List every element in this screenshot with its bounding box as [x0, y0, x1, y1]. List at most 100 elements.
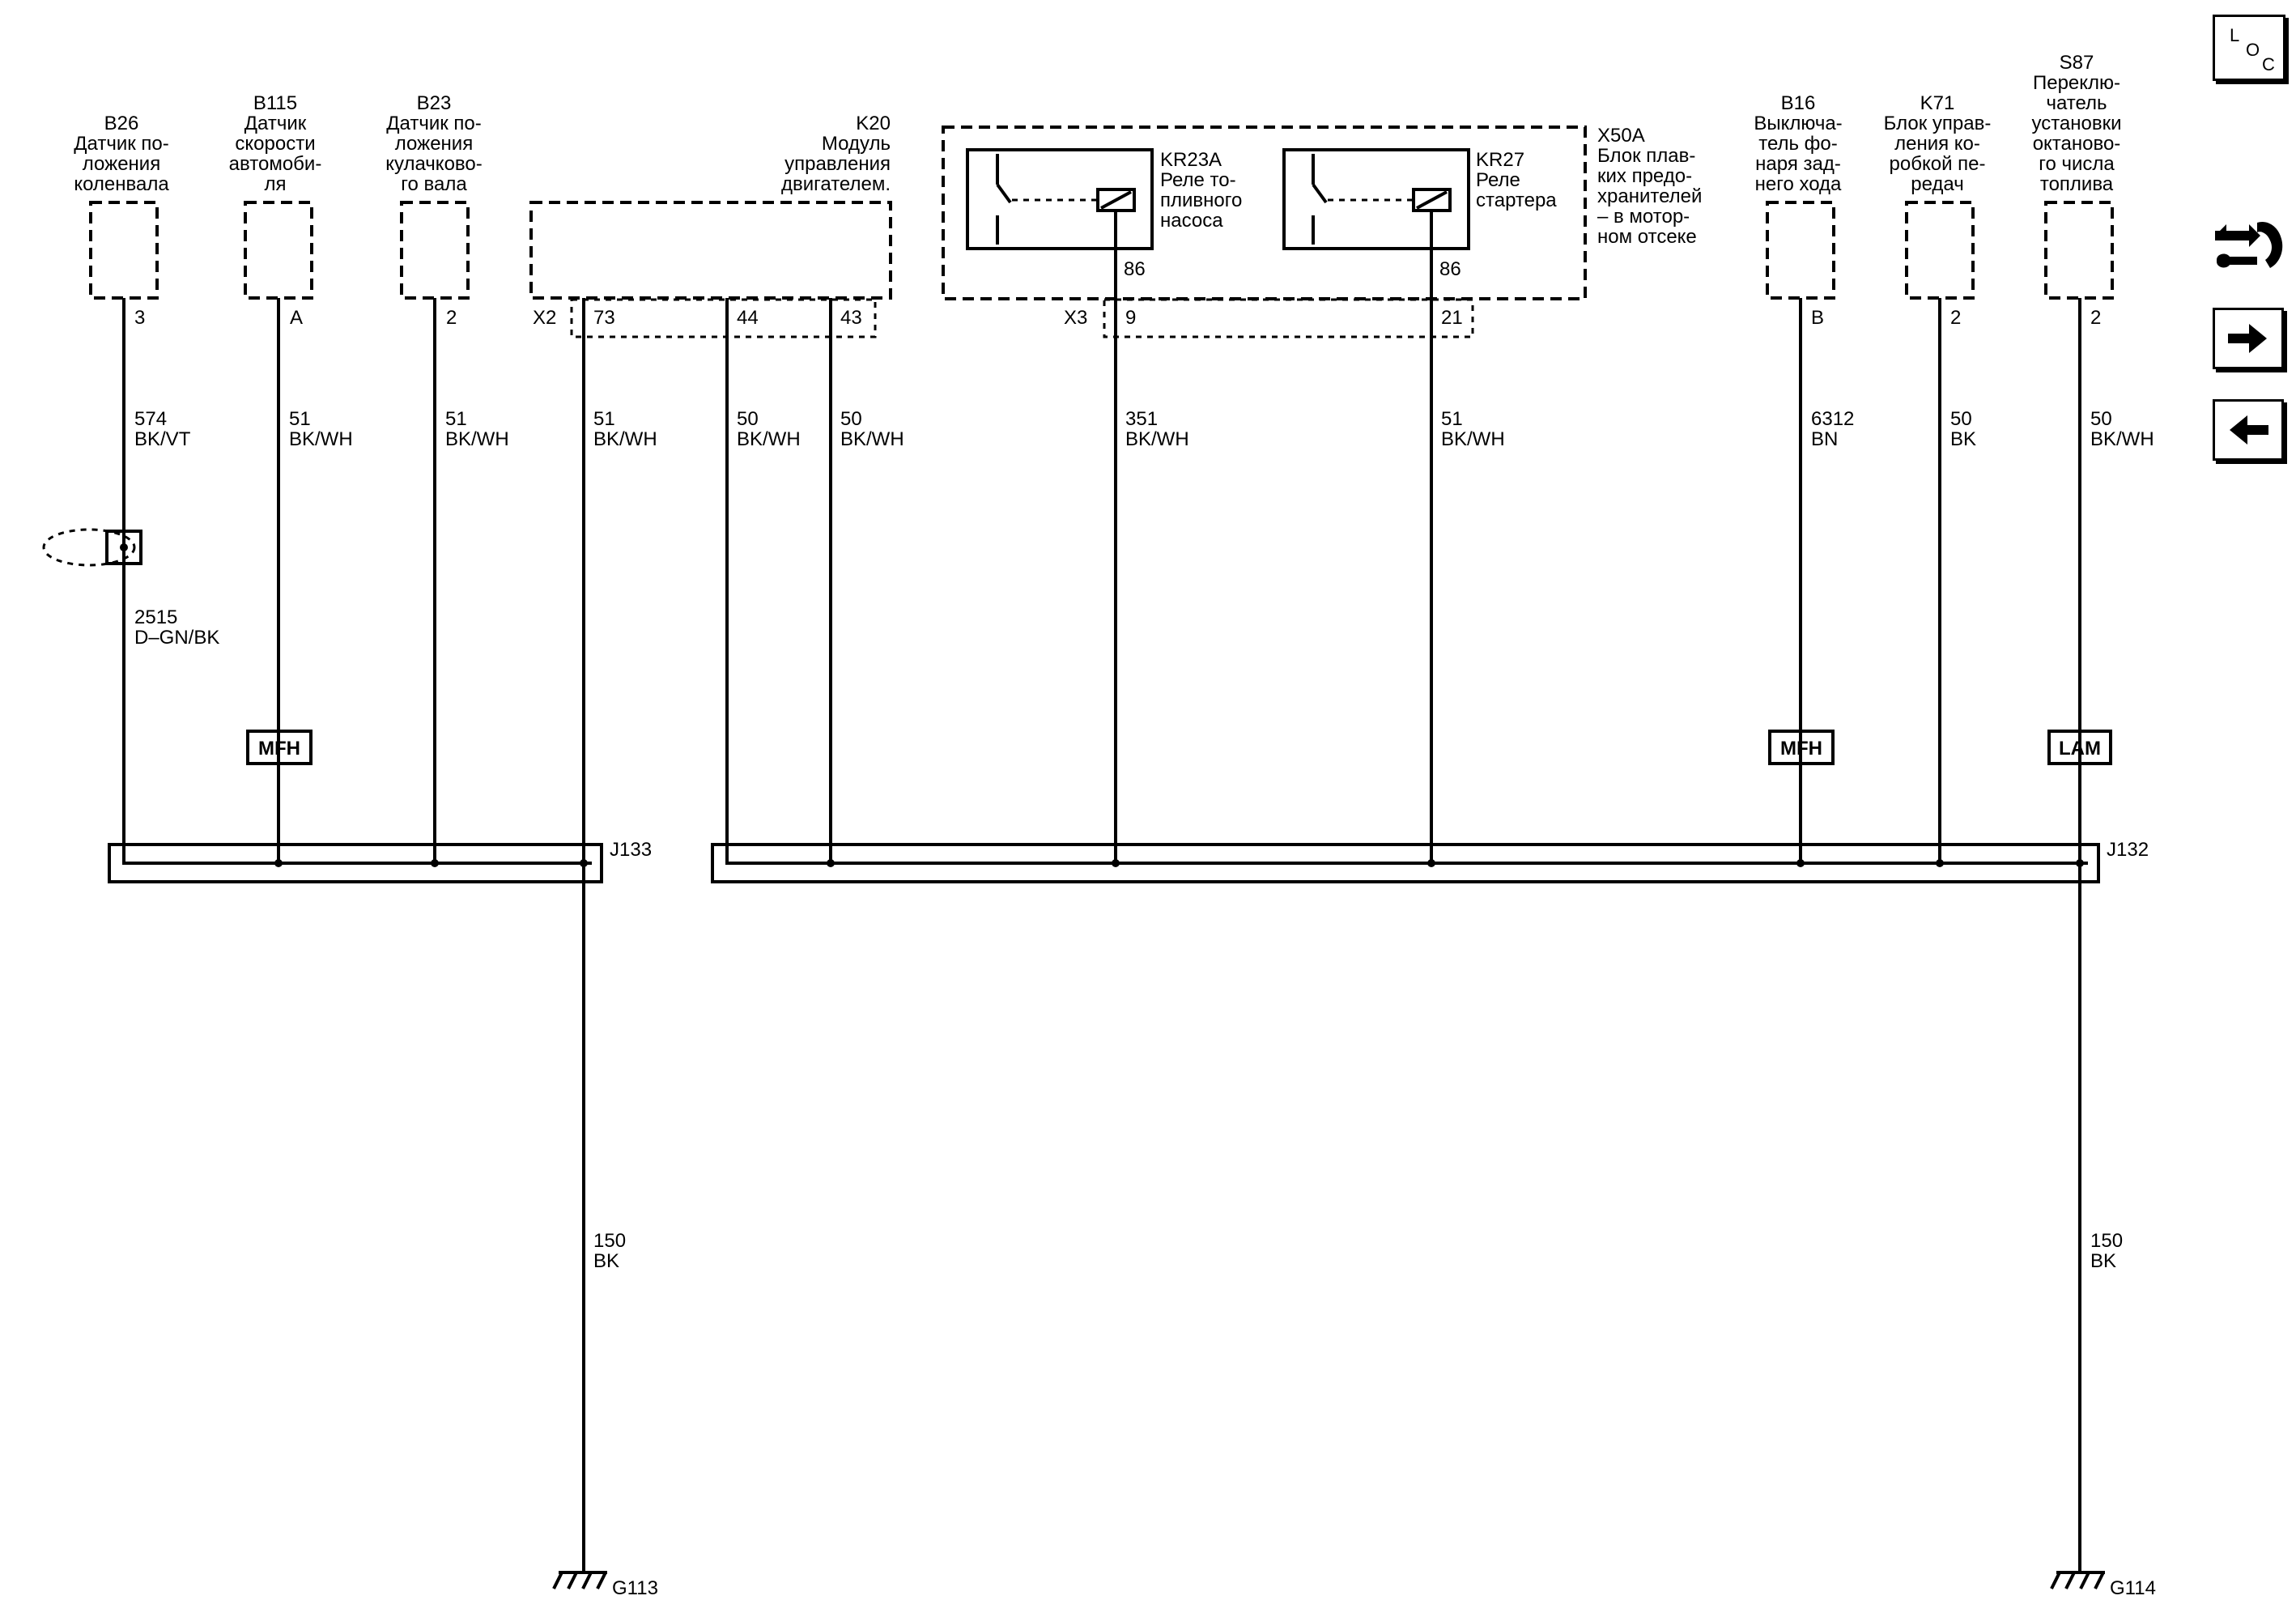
b23-label: B23 Датчик по- ложения кулачково- го вал…	[385, 92, 483, 195]
wire-g113-color: BK	[593, 1250, 619, 1272]
splice-j132-bus	[725, 862, 2088, 865]
k20-name-1: Модуль	[822, 133, 891, 155]
k20-name-3: двигателем.	[781, 173, 891, 195]
k71-label: K71 Блок управ- ления ко- робкой пе- ред…	[1884, 92, 1992, 195]
ground-g114-tick-1	[2050, 1572, 2061, 1589]
wire-k20-73-circuit: 51	[593, 408, 615, 430]
tools-icon[interactable]	[2209, 215, 2290, 279]
ground-g113-label: G113	[612, 1577, 658, 1599]
ground-g114-tick-2	[2064, 1572, 2076, 1589]
b26-component	[89, 201, 159, 300]
s87-label: S87 Переклю- чатель установки октаново- …	[2031, 52, 2121, 195]
k20-component	[529, 201, 892, 300]
kr23a-id: KR23A	[1160, 149, 1222, 171]
kr27-relay	[1282, 148, 1470, 250]
splice-j132-node-k71	[1936, 859, 1944, 867]
wire-labels: 574 BK/VT 2515 D–GN/BK 51 BK/WH 51 BK/WH…	[134, 408, 2154, 1272]
s87-name-6: топлива	[2040, 173, 2114, 195]
shield-drain-box	[105, 530, 142, 565]
x50a-pin-9: 9	[1125, 307, 1136, 329]
b16-name-2: тель фо-	[1758, 133, 1838, 155]
inline-lam-s87-label: LAM	[2059, 738, 2101, 760]
b26-name-1: Датчик по-	[74, 133, 168, 155]
inline-mfh-b115: MFH	[246, 730, 313, 765]
wire-k20-44-color: BK/WH	[737, 428, 801, 450]
k20-name-2: управления	[784, 153, 891, 175]
k20-pin-43: 43	[840, 307, 862, 329]
k71-name-4: редач	[1911, 173, 1964, 195]
inline-lam-s87-box	[2047, 730, 2112, 765]
kr27-name-1: Реле	[1476, 169, 1520, 191]
b26-id: B26	[104, 113, 139, 134]
loc-icon-l: L	[2230, 25, 2240, 45]
kr23a-name-3: насоса	[1160, 210, 1223, 232]
wire-x50a-21-color: BK/WH	[1441, 428, 1505, 450]
wire-b115-circuit: 51	[289, 408, 311, 430]
ground-g114: G114	[2050, 1571, 2156, 1599]
splice-j132-node-x50a-9	[1112, 859, 1120, 867]
inline-lam-s87: LAM	[2047, 730, 2112, 765]
wire-b23-color: BK/WH	[445, 428, 509, 450]
arrow-left-graphic	[2230, 415, 2268, 445]
kr23a-relay	[966, 148, 1154, 250]
arrow-right-graphic	[2228, 324, 2267, 353]
wire-b26-color: BK/VT	[134, 428, 191, 450]
kr23a-name-2: пливного	[1160, 189, 1242, 211]
b26-pin: 3	[134, 307, 145, 329]
kr27-coil-slash	[1416, 190, 1448, 210]
s87-name-3: установки	[2031, 113, 2121, 134]
inline-mfh-b115-label: MFH	[258, 738, 300, 760]
s87-name-4: октаново-	[2033, 133, 2121, 155]
b16-pin: B	[1811, 307, 1824, 329]
x50a-name-2: ких предо-	[1597, 165, 1692, 187]
ground-g113-tick-4	[596, 1572, 607, 1589]
wire-b26-circuit: 574	[134, 408, 167, 430]
s87-name-5: го числа	[2039, 153, 2115, 175]
kr27-name-2: стартера	[1476, 189, 1557, 211]
splice-j132-node-x50a-21	[1427, 859, 1435, 867]
tools-icon-graphic	[2215, 221, 2283, 268]
s87-component	[2044, 201, 2114, 300]
x50a-pin-21: 21	[1441, 307, 1463, 329]
kr27-pin-86: 86	[1439, 258, 1461, 280]
kr23a-pin-86: 86	[1124, 258, 1146, 280]
k71-component	[1905, 201, 1975, 300]
b23-name-3: кулачково-	[385, 153, 483, 175]
loc-icon-c: C	[2262, 54, 2275, 74]
s87-pin: 2	[2090, 307, 2101, 329]
b115-component	[244, 201, 313, 300]
kr23a-switch-blade	[996, 183, 1012, 204]
s87-name-1: Переклю-	[2033, 72, 2120, 94]
b16-component	[1766, 201, 1835, 300]
kr27-id: KR27	[1476, 149, 1524, 171]
arrow-left-shape	[2230, 415, 2268, 445]
x50a-x3-connector	[1103, 298, 1474, 338]
loc-icon[interactable]: L O C	[2213, 15, 2285, 81]
k20-id: K20	[856, 113, 891, 134]
splice-j132-outer	[711, 843, 2100, 883]
wire-g114-color: BK	[2090, 1250, 2116, 1272]
b16-label: B16 Выключа- тель фо- наря зад- него ход…	[1754, 92, 1842, 195]
k71-name-1: Блок управ-	[1884, 113, 1992, 134]
wire-s87-color: BK/WH	[2090, 428, 2154, 450]
splice-j132-label: J132	[2107, 839, 2149, 861]
k20-pin-44: 44	[737, 307, 759, 329]
x50a-component	[942, 126, 1587, 300]
shield-drain-node	[120, 543, 128, 551]
ground-g113-tick-2	[567, 1572, 578, 1589]
k20-x2-connector	[570, 298, 877, 338]
x50a-label: X50A Блок плав- ких предо- хранителей – …	[1597, 125, 1702, 248]
b23-name-4: го вала	[401, 173, 467, 195]
wire-b16-circuit: 6312	[1811, 408, 1854, 430]
kr23a-coil-slash	[1100, 190, 1132, 210]
splice-j132-node-s87	[2076, 859, 2084, 867]
b26-name-2: ложения	[83, 153, 160, 175]
splice-j133-bus	[122, 862, 592, 865]
b115-pin: A	[290, 307, 303, 329]
kr27-switch-blade	[1312, 183, 1328, 204]
splice-j133-label: J133	[610, 839, 652, 861]
arrow-left-icon[interactable]	[2213, 399, 2284, 461]
arrow-right-icon[interactable]	[2213, 308, 2284, 369]
x50a-connector-label: X3	[1064, 307, 1087, 329]
